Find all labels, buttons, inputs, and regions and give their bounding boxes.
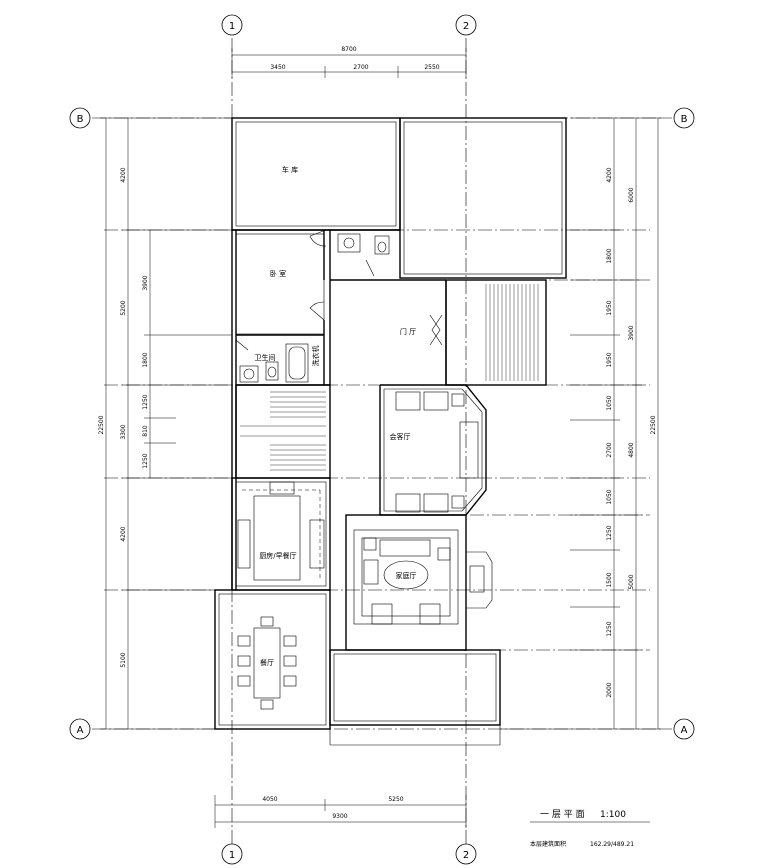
dim-text: 1050 [606,489,613,504]
axis-label: 1 [229,850,235,861]
dim-text: 6000 [628,187,635,202]
fixtures [237,233,485,710]
stair-right [485,284,539,381]
dim-text: 1250 [142,453,149,468]
stair-left [240,391,326,471]
dim-text: 1800 [606,248,613,263]
dim-text: 3900 [628,325,635,340]
axis-label: 1 [229,21,235,32]
axis-bubble-B-left: B [69,107,91,129]
axis-bubble-1-bottom: 1 [221,843,243,865]
room-living: 会客厅 [390,432,411,441]
room-laundry: 洗衣机 [311,346,320,367]
drawing-scale: 1:100 [600,810,626,820]
dim-text: 2550 [424,64,439,71]
room-kitchen: 厨房/早餐厅 [259,551,296,560]
room-labels: 车 库 卧 室 卫生间 洗衣机 门 厅 会客厅 厨房/早餐厅 家庭厅 餐厅 [255,165,417,667]
dim-text: 3450 [270,64,285,71]
dimension-chain-left: 22500 4200 5200 3300 4200 5100 3900 1800… [98,117,232,730]
room-bedroom: 卧 室 [270,269,286,278]
dim-text: 2000 [606,682,613,697]
dim-text: 1250 [606,621,613,636]
dim-text: 4050 [262,796,277,803]
axis-label: 2 [463,21,469,32]
dim-text: 22500 [650,415,657,434]
dim-text: 810 [142,425,149,437]
dim-text: 22500 [98,415,105,434]
dim-text: 2700 [353,64,368,71]
axis-lines [92,38,672,845]
dimension-chain-bottom: 4050 5250 9300 [214,795,467,828]
dim-text: 1500 [606,572,613,587]
dim-text: 3900 [142,275,149,290]
dim-text: 1950 [606,300,613,315]
doors [235,229,443,351]
room-family: 家庭厅 [396,571,417,580]
dim-text: 3300 [120,424,127,439]
axis-bubble-A-left: A [69,718,91,740]
dim-text: 2700 [606,442,613,457]
axis-bubble-1-top: 1 [221,14,243,36]
dim-text: 1050 [606,395,613,410]
room-garage: 车 库 [282,165,298,174]
dim-text: 5250 [388,796,403,803]
area-label: 本层建筑面积 [530,840,566,848]
drawing-title: 一 层 平 面 [540,809,585,820]
area-value: 162.29/489.21 [590,841,634,848]
axis-label: A [681,725,688,736]
axis-label: B [681,114,688,125]
dim-text: 1250 [142,394,149,409]
axis-bubble-A-right: A [673,718,695,740]
dimension-chain-top: 8700 3450 2700 2550 [231,46,467,78]
dim-text: 4800 [628,442,635,457]
dim-text: 1800 [142,352,149,367]
dim-text: 4200 [606,167,613,182]
axis-bubble-2-bottom: 2 [455,843,477,865]
axis-bubble-B-right: B [673,107,695,129]
dim-text: 5200 [120,300,127,315]
dimension-chain-right: 22500 6000 3900 4800 5000 4200 1800 1950… [500,117,664,730]
dim-text: 4200 [120,167,127,182]
room-foyer: 门 厅 [400,327,416,336]
walls [214,117,567,746]
dim-text: 8700 [341,46,356,53]
title-block: 一 层 平 面 1:100 本层建筑面积 162.29/489.21 [530,809,650,848]
dim-text: 9300 [332,813,347,820]
axis-label: A [77,725,84,736]
axis-label: B [77,114,84,125]
dim-text: 1950 [606,352,613,367]
dim-text: 5000 [628,574,635,589]
dim-text: 4200 [120,526,127,541]
room-bath: 卫生间 [255,353,276,362]
room-dining: 餐厅 [260,658,274,667]
dim-text: 1250 [606,525,613,540]
axis-bubble-2-top: 2 [455,14,477,36]
axis-label: 2 [463,850,469,861]
dim-text: 5100 [120,652,127,667]
